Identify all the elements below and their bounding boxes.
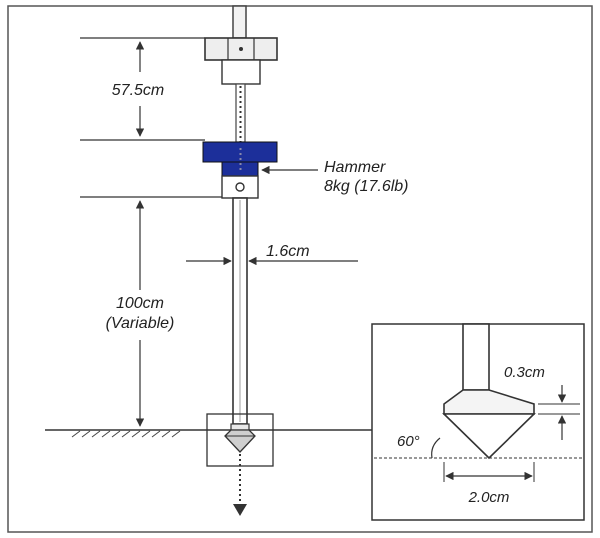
top-rod-stub bbox=[232, 5, 247, 39]
handle-collar bbox=[221, 59, 261, 85]
cone-tip bbox=[224, 429, 256, 453]
penetration-length-label: 100cm bbox=[116, 295, 164, 312]
inset-cone-tip bbox=[442, 413, 536, 460]
penetration-direction-arrow bbox=[233, 504, 247, 516]
anvil-bolt bbox=[235, 182, 245, 192]
inset-rod bbox=[462, 323, 490, 391]
penetration-note-label: (Variable) bbox=[106, 315, 175, 332]
cone-diameter-label: 2.0cm bbox=[468, 489, 510, 506]
hammer-mass-label: 8kg (17.6lb) bbox=[324, 178, 409, 195]
drop-height-label: 57.5cm bbox=[112, 82, 164, 99]
cone-step-label: 0.3cm bbox=[504, 364, 545, 381]
rod-diameter-label: 1.6cm bbox=[266, 243, 310, 260]
hammer-name-label: Hammer bbox=[324, 159, 386, 176]
cone-angle-label: 60° bbox=[397, 433, 420, 450]
handle-bolt bbox=[239, 47, 243, 51]
cone-shoulder bbox=[230, 423, 250, 431]
outer-frame bbox=[7, 5, 593, 533]
ground-hatching bbox=[71, 430, 181, 438]
anvil bbox=[221, 175, 259, 199]
cone-angle-arc bbox=[431, 437, 441, 459]
